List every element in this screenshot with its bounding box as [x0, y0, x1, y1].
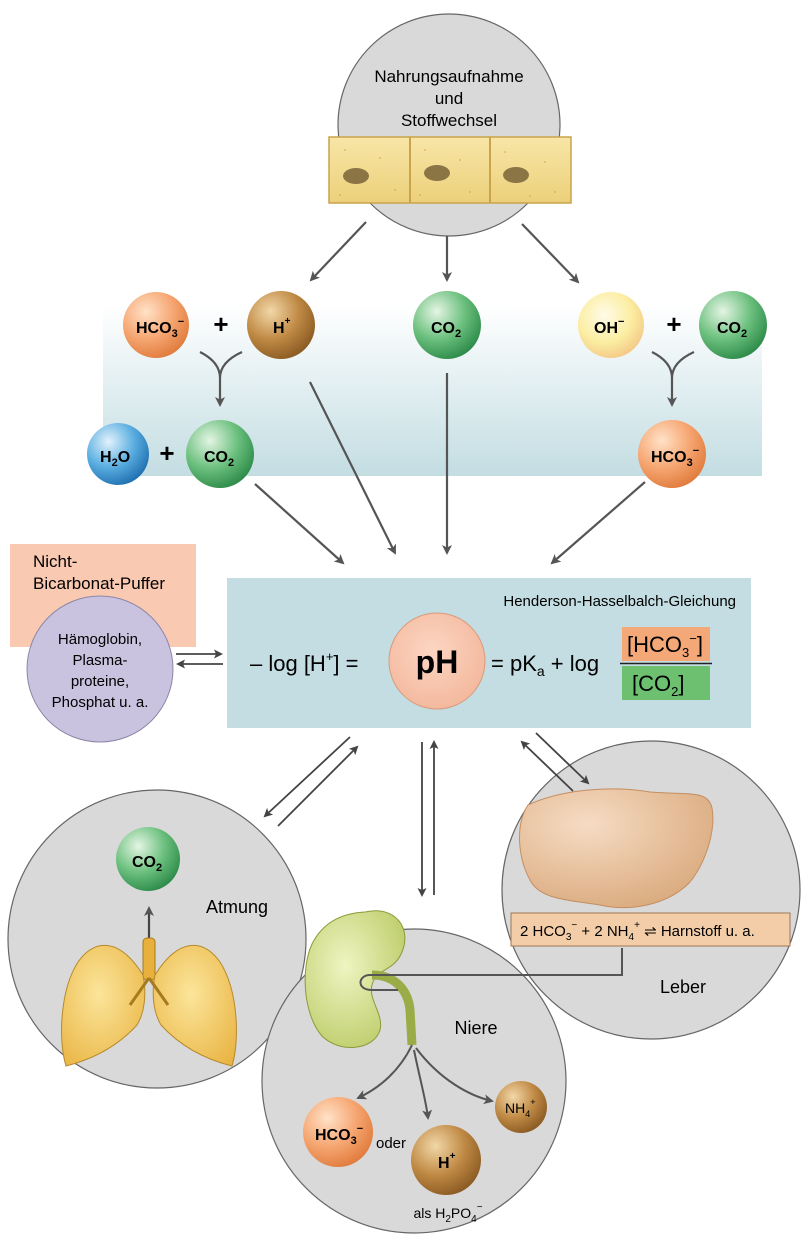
plus-sign-3: + — [159, 438, 174, 468]
numerator-box — [622, 627, 710, 661]
ph-label: pH — [416, 644, 459, 680]
cell-row-icon — [328, 136, 572, 204]
lungs-to-eq — [277, 745, 359, 827]
h-ion-node: H+ — [247, 291, 315, 359]
liver-equation: 2 HCO3− + 2 NH4+ ⇌ Harnstoff u. a. — [520, 920, 755, 943]
plus-sign-1: + — [213, 309, 228, 339]
merge-arrow-left — [199, 350, 243, 405]
svg-text:CO2: CO2 — [132, 854, 162, 874]
svg-text:CO2: CO2 — [204, 449, 234, 469]
co2-node-lungs — [116, 827, 180, 891]
equation-right: = pKa + log — [491, 651, 599, 679]
liver-kidney-connector — [359, 948, 623, 991]
liver-equation-box — [510, 912, 791, 947]
svg-text:HCO3−: HCO3− — [651, 445, 699, 469]
food-intake-node: Nahrungsaufnahme und Stoffwechsel — [328, 13, 572, 237]
buffer-equilibrium-arrows — [176, 649, 223, 669]
niere-label: Niere — [454, 1018, 497, 1038]
buffer-node: Hämoglobin, Plasma- proteine, Phosphat u… — [26, 595, 174, 743]
equation-left: – log [H+] = — [250, 649, 359, 676]
hco3-node-right: HCO3− — [638, 420, 706, 488]
svg-text:H2O: H2O — [100, 449, 130, 469]
arrow-h-to-eq — [309, 381, 396, 555]
kidney-icon — [304, 910, 406, 1048]
svg-text:CO2: CO2 — [717, 320, 747, 340]
svg-text:Plasma-: Plasma- — [72, 652, 127, 669]
co2-node-middle: CO2 — [413, 291, 481, 359]
equation-input-arrows — [254, 373, 646, 565]
oder-label: oder — [376, 1135, 406, 1152]
arrow-co2-to-eq — [254, 483, 345, 565]
eq-to-liver — [535, 732, 590, 785]
hco3-node-left: HCO3− — [123, 292, 189, 358]
food-intake-line2: und — [435, 89, 463, 108]
svg-text:CO2: CO2 — [431, 320, 461, 340]
svg-text:HCO3−: HCO3− — [315, 1123, 363, 1147]
equation-title: Henderson-Hasselbalch-Gleichung — [503, 593, 736, 610]
arrow-hco3-to-eq — [550, 481, 646, 565]
svg-text:Phosphat u. a.: Phosphat u. a. — [52, 694, 149, 711]
atmung-label: Atmung — [206, 897, 268, 917]
liver-node: 2 HCO3− + 2 NH4+ ⇌ Harnstoff u. a. Leber — [501, 740, 801, 1040]
hco3-node-kidney — [303, 1097, 373, 1167]
food-intake-line1: Nahrungsaufnahme — [374, 67, 523, 86]
denominator-box — [622, 666, 710, 700]
oh-node: OH− — [578, 292, 644, 358]
organ-equilibrium-arrows — [263, 732, 590, 897]
h-ion-node-kidney — [411, 1125, 481, 1195]
nh4-node — [495, 1081, 547, 1133]
buffer-title-line1: Nicht- — [33, 552, 77, 571]
kidney-node: Niere HCO3− oder H+ als H2PO4− NH4+ — [261, 910, 567, 1234]
buffer-title-line2: Bicarbonat-Puffer — [33, 574, 165, 593]
liver-to-eq — [520, 740, 574, 792]
co2-node-right: CO2 — [699, 291, 767, 359]
merge-arrows — [199, 350, 695, 405]
lungs-icon — [61, 937, 237, 1067]
svg-text:HCO3−: HCO3− — [136, 316, 184, 340]
h2o-node: H2O — [87, 423, 149, 485]
top-arrows — [309, 221, 580, 284]
leber-label: Leber — [660, 977, 706, 997]
als-h2po4-label: als H2PO4− — [413, 1202, 482, 1225]
svg-text:Hämoglobin,: Hämoglobin, — [58, 631, 142, 648]
lungs-node: CO2 Atmung — [7, 789, 307, 1089]
numerator: [HCO3−] — [627, 631, 703, 660]
arrow-to-oh — [521, 223, 580, 284]
kidney-output-arrows — [356, 1044, 494, 1120]
food-intake-line3: Stoffwechsel — [401, 111, 497, 130]
svg-text:H+: H+ — [273, 316, 291, 337]
svg-text:H+: H+ — [438, 1151, 456, 1172]
co2-node-left: CO2 — [186, 420, 254, 488]
svg-text:OH−: OH− — [594, 316, 624, 337]
denominator: [CO2] — [632, 671, 684, 699]
arrow-to-h — [309, 221, 367, 282]
liver-icon — [519, 788, 714, 909]
plus-sign-2: + — [666, 309, 681, 339]
svg-text:NH4+: NH4+ — [505, 1097, 536, 1119]
eq-to-lungs — [263, 736, 351, 818]
ph-node — [388, 612, 486, 710]
merge-arrow-right — [651, 350, 695, 405]
svg-text:proteine,: proteine, — [71, 673, 129, 690]
